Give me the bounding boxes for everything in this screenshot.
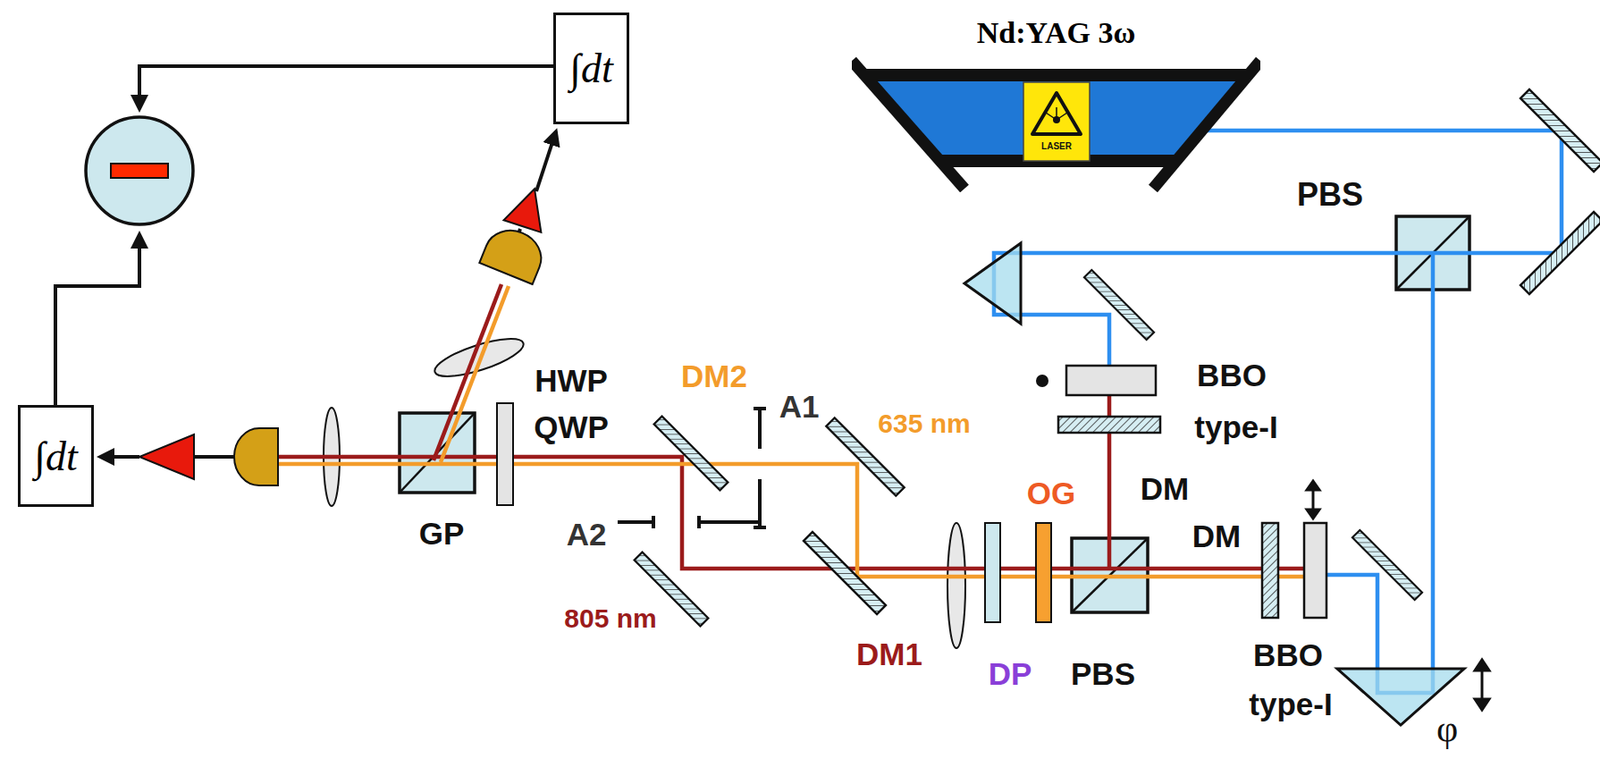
plate-label: DP <box>988 657 1033 690</box>
subtractor <box>85 117 194 225</box>
crystal-label: BBO <box>1196 359 1267 391</box>
crystal-type-label: type-I <box>1194 411 1278 443</box>
integrator-label: ∫dt <box>569 44 613 93</box>
beam-splitter-label: PBS <box>1296 178 1364 211</box>
mirror-label: DM <box>1192 520 1241 552</box>
crystal-type-label: type-I <box>1248 688 1332 720</box>
wavelength-label: 635 nm <box>877 410 970 438</box>
polarizer-label: GP <box>419 517 465 549</box>
laser-sign-text: LASER <box>1041 141 1072 152</box>
wavelength-label: 805 nm <box>564 605 657 632</box>
beam-splitter-label: PBS <box>1070 657 1136 690</box>
mirror-label: DM2 <box>681 360 748 392</box>
amplifier <box>504 182 554 232</box>
amplifier <box>139 434 194 480</box>
integrator-label: ∫dt <box>33 432 77 480</box>
aperture-label: A2 <box>566 518 607 550</box>
waveplate-label: HWP <box>534 364 608 396</box>
waveplate-label: QWP <box>533 411 609 443</box>
integrator-box: ∫dt <box>553 12 630 125</box>
laser-source: Nd:YAG 3ω LASER <box>851 7 1261 193</box>
integrator-box: ∫dt <box>17 404 94 507</box>
filter-label: OG <box>1027 477 1076 509</box>
mirror-label: DM <box>1140 472 1189 505</box>
phase-label: φ <box>1436 709 1458 748</box>
crystal-label: BBO <box>1253 639 1323 671</box>
laser-title: Nd:YAG 3ω <box>976 16 1137 51</box>
mirror-label: DM1 <box>856 638 923 670</box>
aperture-label: A1 <box>779 390 820 422</box>
